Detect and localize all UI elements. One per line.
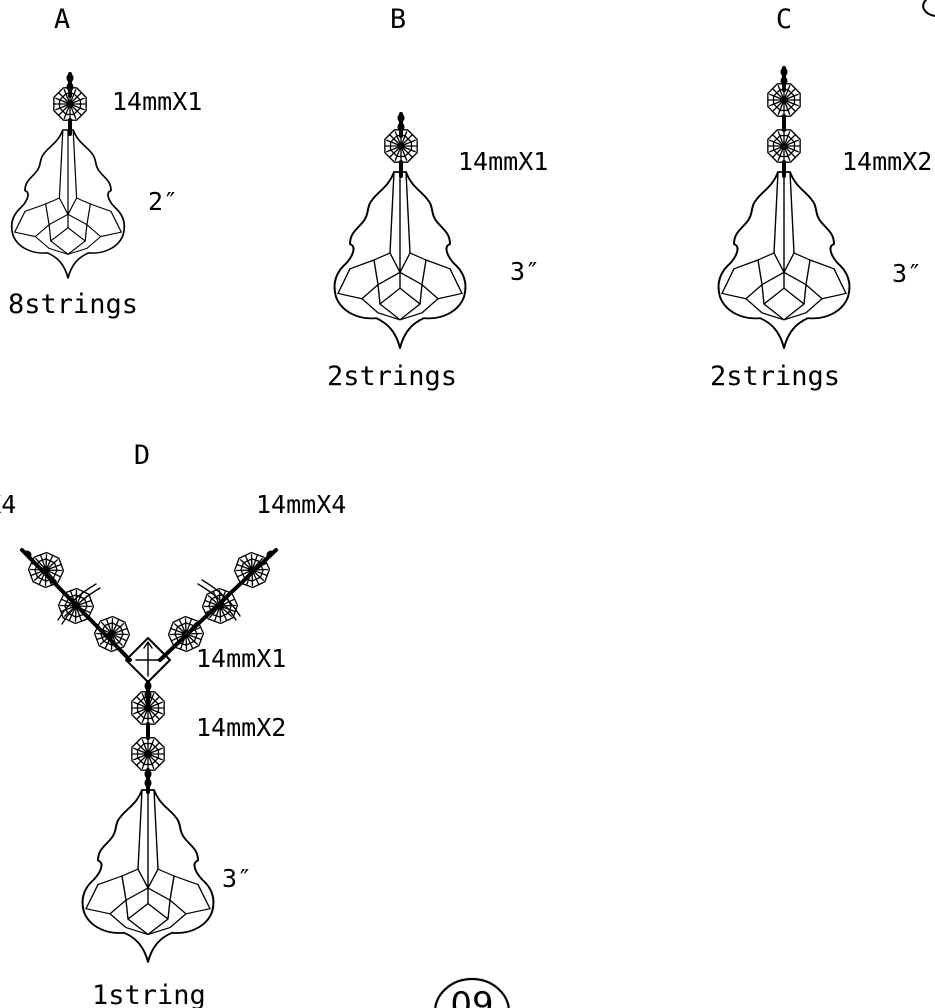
variant-c-bead-icon-1 [767,83,801,117]
variant-d-junction-icon [125,637,171,683]
variant-a-strings: 8strings [8,289,138,320]
edge-ornament-icon [922,0,935,17]
variant-b-bead-note: 14mmX1 [458,147,548,176]
variant-c: C 14mmX2 3″ 2strings [710,4,932,392]
variant-b-size-note: 3″ [510,257,540,286]
variant-d-strings: 1string [92,980,206,1008]
variant-a-bead-note: 14mmX1 [112,87,202,116]
variant-a-size-note: 2″ [148,187,178,216]
variant-b-crystal-icon [333,171,467,349]
variant-a-bead-icon [53,87,87,121]
page-number: 09 [450,985,493,1008]
variant-d-left-chain-note: 14mmX4 [0,490,16,519]
variant-d-left-arm [20,548,134,662]
variant-b: B 14mmX1 3″ 2strings [327,4,548,392]
variant-a-title: A [54,4,70,35]
variant-c-crystal-icon [717,171,851,349]
variant-d: D 14mmX4 14mmX4 [0,440,346,1008]
variant-d-junction-note: 14mmX1 [196,644,286,673]
variant-d-size-note: 3″ [222,864,252,893]
variant-b-strings: 2strings [327,361,457,392]
variant-b-bead-icon [384,129,418,163]
variant-c-title: C [776,4,792,35]
variant-c-bead-icon-2 [767,129,801,163]
variant-c-strings: 2strings [710,361,840,392]
variant-d-drop [81,679,215,963]
variant-d-right-arm [158,548,278,662]
variant-a-crystal-icon [10,129,126,279]
variant-d-title: D [134,440,150,471]
variant-b-title: B [390,4,406,35]
variant-c-bead-note: 14mmX2 [842,147,932,176]
variant-d-right-chain-note: 14mmX4 [256,490,346,519]
page-number-badge: 09 [434,977,510,1008]
variant-d-bead-note: 14mmX2 [196,713,286,742]
variant-c-size-note: 3″ [892,259,922,288]
variant-a: A 14mmX1 2″ 8strings [8,4,202,320]
